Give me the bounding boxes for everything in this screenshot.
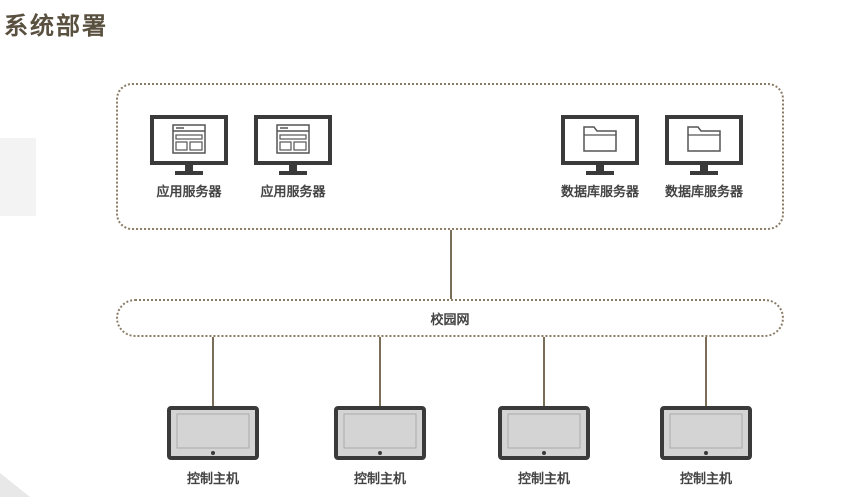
folder-icon — [561, 115, 639, 175]
connector-line — [212, 337, 214, 409]
monitor-icon — [660, 406, 752, 460]
server-node-3: 数据库服务器 — [547, 115, 653, 200]
connector-line — [379, 337, 381, 409]
monitor-icon — [498, 406, 590, 460]
server-label: 数据库服务器 — [664, 185, 743, 200]
host-label: 控制主机 — [517, 472, 570, 487]
monitor-icon — [334, 406, 426, 460]
server-label: 数据库服务器 — [560, 185, 639, 200]
connector-line — [543, 337, 545, 409]
server-group-box — [116, 83, 784, 230]
monitor-icon — [167, 406, 259, 460]
network-label: 校园网 — [430, 312, 470, 328]
server-node-1: 应用服务器 — [142, 115, 236, 200]
server-node-4: 数据库服务器 — [651, 115, 757, 200]
host-node-2: 控制主机 — [332, 406, 428, 487]
host-label: 控制主机 — [679, 472, 732, 487]
page-title: 系统部署 — [4, 12, 108, 40]
app-window-icon — [254, 115, 332, 175]
corner-shade — [0, 473, 30, 497]
network-bar: 校园网 — [116, 299, 784, 337]
host-label: 控制主机 — [186, 472, 239, 487]
host-node-4: 控制主机 — [658, 406, 754, 487]
host-label: 控制主机 — [353, 472, 406, 487]
connector-line — [450, 230, 452, 299]
host-node-1: 控制主机 — [165, 406, 261, 487]
server-label: 应用服务器 — [156, 185, 222, 200]
host-node-3: 控制主机 — [496, 406, 592, 487]
app-window-icon — [150, 115, 228, 175]
server-label: 应用服务器 — [260, 185, 326, 200]
folder-icon — [665, 115, 743, 175]
connector-line — [705, 337, 707, 409]
side-shade — [0, 138, 36, 216]
server-node-2: 应用服务器 — [246, 115, 340, 200]
